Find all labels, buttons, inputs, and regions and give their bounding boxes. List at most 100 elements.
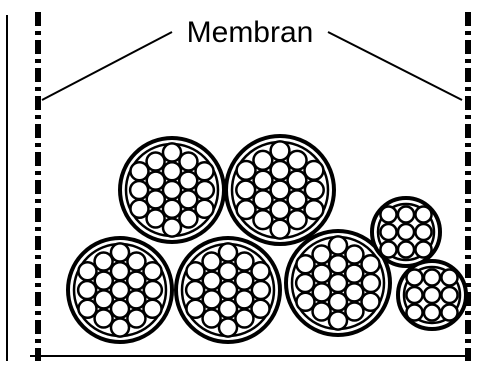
- small-fiber-circle: [327, 272, 349, 294]
- small-fiber-circle: [343, 282, 365, 303]
- small-fiber-circle: [252, 169, 274, 191]
- small-fiber-circle: [311, 282, 333, 303]
- membrane-label: Membran: [187, 16, 314, 49]
- small-fiber-circle: [295, 253, 316, 275]
- small-fiber-circle: [405, 303, 424, 322]
- small-fiber-circle: [161, 142, 183, 163]
- small-fiber-circle: [405, 268, 424, 287]
- small-fiber-circle: [396, 222, 416, 242]
- small-fiber-circle: [177, 189, 199, 210]
- particle-cluster: [66, 236, 174, 344]
- small-fiber-circle: [286, 149, 308, 171]
- small-fiber-circle: [295, 291, 316, 313]
- small-fiber-circle: [250, 298, 271, 320]
- small-fiber-circle: [129, 160, 150, 182]
- small-fiber-circle: [234, 251, 255, 272]
- small-fiber-circle: [93, 251, 114, 272]
- small-fiber-circle: [201, 251, 222, 272]
- small-fiber-circle: [235, 179, 257, 201]
- small-fiber-circle: [177, 170, 199, 191]
- small-fiber-circle: [217, 260, 239, 282]
- small-fiber-circle: [396, 240, 416, 259]
- small-fiber-circle: [161, 198, 183, 220]
- particle-cluster: [396, 259, 468, 331]
- small-fiber-circle: [235, 159, 257, 182]
- small-fiber-circle: [252, 189, 274, 211]
- small-fiber-circle: [343, 263, 365, 284]
- small-fiber-circle: [327, 235, 349, 256]
- small-fiber-circle: [440, 303, 459, 322]
- small-fiber-circle: [128, 179, 150, 201]
- small-fiber-circle: [311, 301, 332, 322]
- small-fiber-circle: [396, 205, 416, 224]
- small-fiber-circle: [252, 149, 274, 171]
- small-fiber-circle: [327, 310, 349, 331]
- small-fiber-circle: [109, 242, 131, 263]
- small-fiber-circle: [422, 303, 442, 322]
- small-fiber-circle: [126, 308, 147, 329]
- small-fiber-circle: [327, 253, 349, 275]
- small-fiber-circle: [234, 308, 255, 329]
- small-fiber-circle: [109, 260, 131, 282]
- small-fiber-circle: [145, 151, 166, 172]
- small-fiber-circle: [414, 205, 433, 224]
- small-fiber-circle: [303, 179, 325, 201]
- small-fiber-circle: [142, 260, 163, 282]
- small-fiber-circle: [178, 151, 199, 172]
- small-fiber-circle: [344, 244, 365, 265]
- particle-cluster: [224, 134, 336, 246]
- small-fiber-circle: [311, 263, 333, 284]
- small-fiber-circle: [233, 289, 255, 310]
- small-fiber-circle: [93, 289, 115, 310]
- small-fiber-circle: [161, 160, 183, 182]
- small-fiber-circle: [294, 272, 316, 294]
- small-fiber-circle: [440, 268, 459, 287]
- small-fiber-circle: [145, 208, 166, 229]
- small-fiber-circle: [414, 222, 433, 242]
- small-fiber-circle: [125, 289, 147, 310]
- small-fiber-circle: [360, 291, 381, 313]
- small-fiber-circle: [440, 285, 459, 305]
- particle-cluster: [370, 196, 442, 268]
- small-fiber-circle: [201, 289, 223, 310]
- small-fiber-circle: [109, 298, 131, 320]
- small-fiber-circle: [414, 240, 433, 259]
- small-fiber-circle: [235, 198, 257, 221]
- small-fiber-circle: [217, 242, 239, 263]
- small-fiber-circle: [379, 240, 398, 259]
- small-fiber-circle: [217, 317, 239, 338]
- small-fiber-circle: [142, 298, 163, 320]
- small-fiber-circle: [327, 291, 349, 313]
- small-fiber-circle: [109, 317, 131, 338]
- small-fiber-circle: [161, 179, 183, 201]
- small-fiber-circle: [194, 198, 215, 220]
- small-fiber-circle: [250, 260, 271, 282]
- small-fiber-circle: [269, 198, 291, 221]
- small-fiber-circle: [126, 251, 147, 272]
- small-fiber-circle: [142, 279, 164, 301]
- small-fiber-circle: [286, 169, 308, 191]
- particle-cluster: [118, 136, 226, 244]
- small-fiber-circle: [185, 298, 206, 320]
- small-fiber-circle: [201, 308, 222, 329]
- small-fiber-circle: [201, 270, 223, 291]
- small-fiber-circle: [269, 140, 291, 162]
- small-fiber-circle: [303, 198, 325, 221]
- small-fiber-circle: [217, 279, 239, 301]
- small-fiber-circle: [269, 179, 291, 201]
- small-fiber-circle: [360, 272, 382, 294]
- small-fiber-circle: [129, 198, 150, 220]
- small-fiber-circle: [125, 270, 147, 291]
- small-fiber-circle: [252, 209, 274, 231]
- small-fiber-circle: [194, 160, 215, 182]
- small-fiber-circle: [250, 279, 272, 301]
- small-fiber-circle: [145, 170, 167, 191]
- small-fiber-circle: [194, 179, 216, 201]
- small-fiber-circle: [422, 268, 442, 287]
- small-fiber-circle: [233, 270, 255, 291]
- small-fiber-circle: [379, 205, 398, 224]
- label-pointer-right: [327, 31, 463, 101]
- small-fiber-circle: [93, 270, 115, 291]
